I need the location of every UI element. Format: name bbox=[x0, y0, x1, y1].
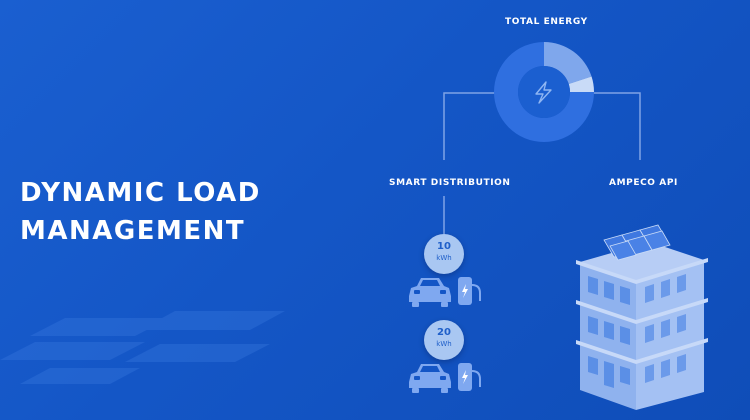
donut-segment-3 bbox=[494, 42, 594, 142]
charger-1-unit: kWh bbox=[436, 254, 452, 262]
charger-1-energy-bubble: 10 kWh bbox=[424, 234, 464, 274]
lightning-icon bbox=[535, 81, 552, 104]
connector-right bbox=[593, 92, 641, 160]
floor-tile bbox=[125, 344, 270, 362]
charger-2-unit: kWh bbox=[436, 340, 452, 348]
donut-center bbox=[518, 66, 570, 118]
building-windows bbox=[588, 276, 630, 388]
donut-segment-2 bbox=[568, 76, 594, 92]
charger-2-value: 20 bbox=[437, 327, 451, 338]
floor-tile bbox=[140, 311, 285, 330]
donut-segment-1 bbox=[544, 42, 592, 84]
smart-distribution-label: SMART DISTRIBUTION bbox=[389, 178, 511, 188]
title-line-2: MANAGEMENT bbox=[20, 216, 246, 246]
solar-panel-icon bbox=[603, 224, 671, 261]
total-energy-label: TOTAL ENERGY bbox=[505, 17, 588, 27]
floor-tile bbox=[20, 368, 140, 384]
title-line-1: DYNAMIC LOAD bbox=[20, 178, 261, 208]
floor-tile bbox=[0, 342, 145, 360]
floor-tile bbox=[30, 318, 170, 336]
charger-2-energy-bubble: 20 kWh bbox=[424, 320, 464, 360]
ampeco-api-label: AMPECO API bbox=[609, 178, 678, 188]
connector-left bbox=[443, 92, 495, 160]
donut-segments bbox=[494, 42, 594, 142]
page-title: DYNAMIC LOAD MANAGEMENT bbox=[20, 174, 261, 250]
charger-1-value: 10 bbox=[437, 241, 451, 252]
